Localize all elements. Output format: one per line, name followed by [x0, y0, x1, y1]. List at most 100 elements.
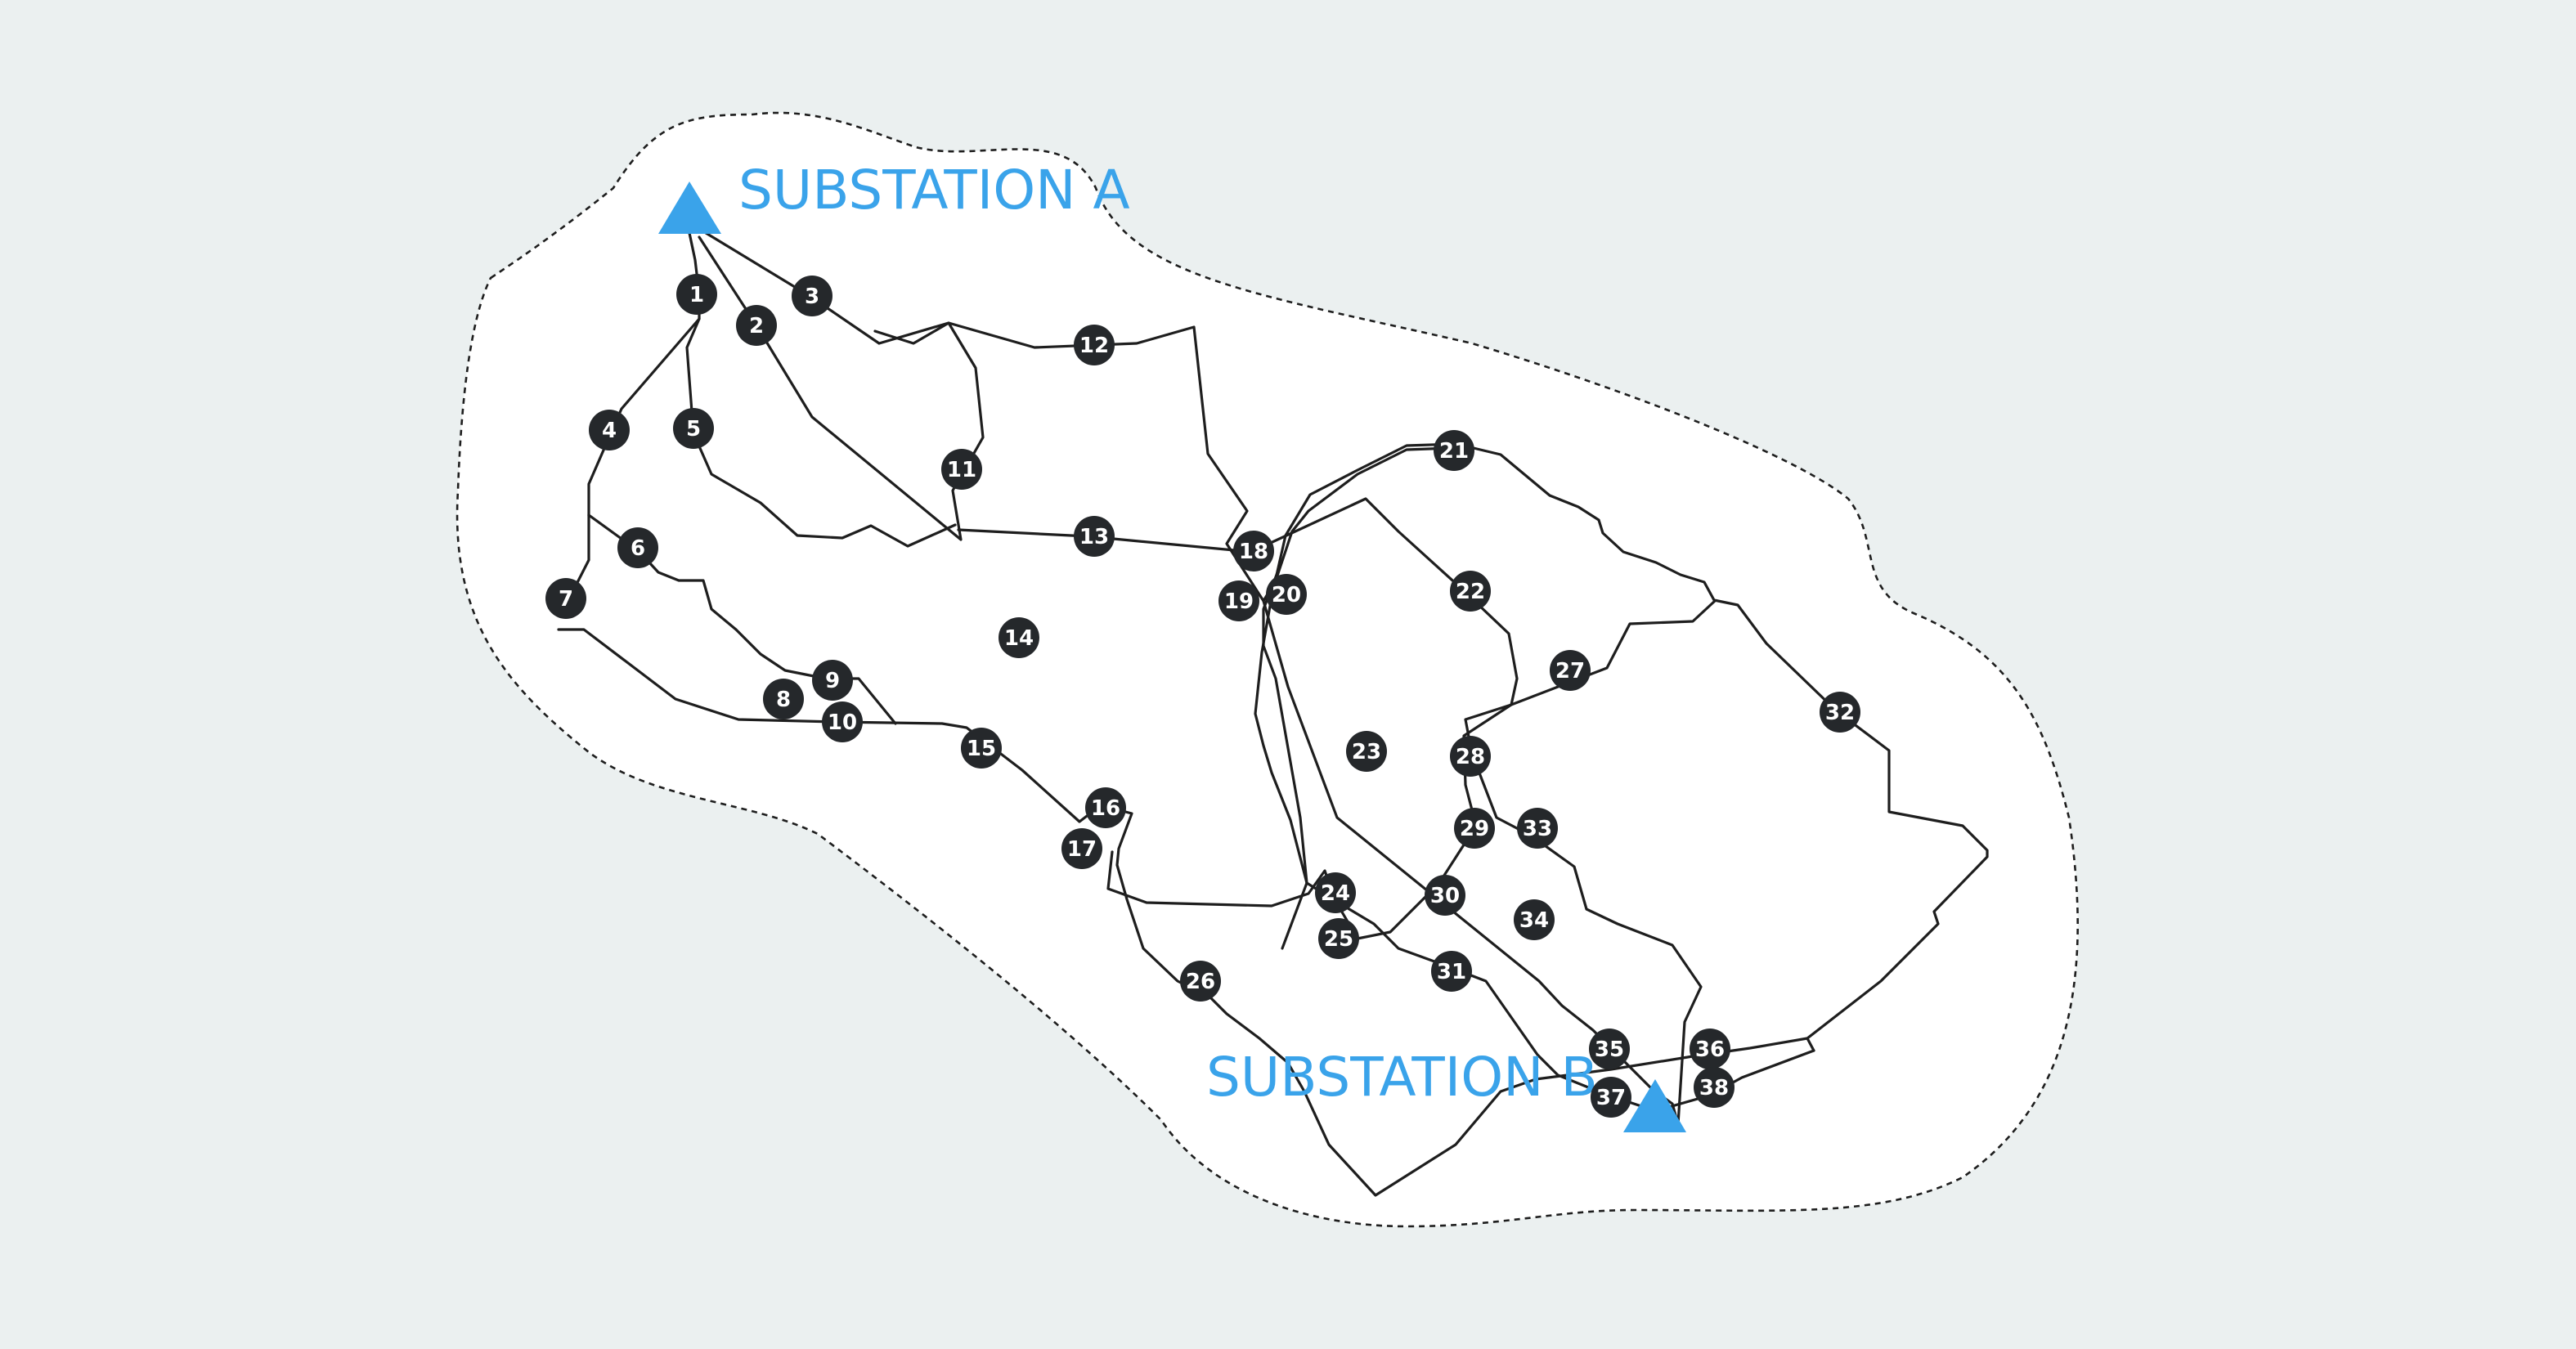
- node-28-label: 28: [1456, 745, 1485, 769]
- node-28[interactable]: 28: [1450, 736, 1491, 777]
- node-21[interactable]: 21: [1434, 430, 1474, 471]
- node-2-label: 2: [749, 314, 764, 338]
- node-36-circle: [1690, 1029, 1730, 1069]
- node-38[interactable]: 38: [1694, 1067, 1735, 1108]
- node-29-circle: [1454, 808, 1495, 849]
- node-2[interactable]: 2: [736, 305, 777, 346]
- node-9[interactable]: 9: [812, 660, 853, 701]
- node-15[interactable]: 15: [961, 728, 1002, 769]
- node-34[interactable]: 34: [1514, 899, 1555, 940]
- node-6-label: 6: [631, 536, 645, 561]
- substation-a[interactable]: SUBSTATION A: [658, 159, 1130, 234]
- node-24-label: 24: [1321, 881, 1350, 906]
- node-27-circle: [1550, 650, 1591, 691]
- node-17[interactable]: 17: [1061, 828, 1102, 869]
- node-29[interactable]: 29: [1454, 808, 1495, 849]
- node-11[interactable]: 11: [941, 449, 982, 490]
- node-7-circle: [545, 578, 586, 619]
- node-33[interactable]: 33: [1517, 808, 1558, 849]
- node-35[interactable]: 35: [1589, 1029, 1630, 1069]
- node-11-circle: [941, 449, 982, 490]
- node-23[interactable]: 23: [1346, 731, 1387, 772]
- node-21-label: 21: [1439, 439, 1469, 464]
- node-27[interactable]: 27: [1550, 650, 1591, 691]
- node-31[interactable]: 31: [1431, 951, 1472, 992]
- node-7[interactable]: 7: [545, 578, 586, 619]
- node-10-label: 10: [828, 710, 857, 735]
- node-24[interactable]: 24: [1315, 872, 1356, 913]
- service-area-boundary: [456, 111, 2079, 1228]
- node-24-circle: [1315, 872, 1356, 913]
- node-30[interactable]: 30: [1425, 875, 1465, 916]
- node-9-circle: [812, 660, 853, 701]
- node-34-circle: [1514, 899, 1555, 940]
- node-22[interactable]: 22: [1450, 571, 1491, 612]
- node-30-label: 30: [1430, 884, 1460, 908]
- node-36-label: 36: [1695, 1038, 1725, 1062]
- node-6[interactable]: 6: [617, 527, 658, 568]
- node-28-circle: [1450, 736, 1491, 777]
- node-15-circle: [961, 728, 1002, 769]
- node-12[interactable]: 12: [1074, 325, 1115, 365]
- node-20[interactable]: 20: [1266, 574, 1307, 615]
- node-11-label: 11: [947, 458, 976, 482]
- node-10[interactable]: 10: [822, 701, 863, 742]
- node-37-label: 37: [1596, 1086, 1626, 1110]
- node-1-label: 1: [689, 283, 704, 307]
- node-37[interactable]: 37: [1591, 1077, 1631, 1118]
- substation-b[interactable]: SUBSTATION B: [1206, 1046, 1686, 1132]
- node-25[interactable]: 25: [1318, 918, 1359, 959]
- node-31-circle: [1431, 951, 1472, 992]
- node-3-circle: [792, 276, 832, 316]
- node-22-label: 22: [1456, 580, 1485, 604]
- node-37-circle: [1591, 1077, 1631, 1118]
- node-4-label: 4: [602, 419, 617, 443]
- node-32-label: 32: [1825, 701, 1855, 725]
- node-8[interactable]: 8: [763, 679, 804, 719]
- node-9-label: 9: [825, 669, 840, 693]
- node-16[interactable]: 16: [1085, 787, 1126, 828]
- node-12-circle: [1074, 325, 1115, 365]
- node-15-label: 15: [967, 737, 996, 761]
- substation-a-triangle-icon: [658, 182, 721, 234]
- node-3[interactable]: 3: [792, 276, 832, 316]
- node-13[interactable]: 13: [1074, 516, 1115, 557]
- node-1[interactable]: 1: [676, 274, 717, 315]
- node-23-circle: [1346, 731, 1387, 772]
- node-19[interactable]: 19: [1218, 580, 1259, 621]
- node-30-circle: [1425, 875, 1465, 916]
- node-27-label: 27: [1555, 659, 1585, 683]
- node-14[interactable]: 14: [999, 617, 1039, 658]
- node-26-circle: [1180, 961, 1221, 1002]
- node-17-circle: [1061, 828, 1102, 869]
- node-19-circle: [1218, 580, 1259, 621]
- node-2-circle: [736, 305, 777, 346]
- node-33-label: 33: [1523, 817, 1552, 841]
- node-12-label: 12: [1079, 334, 1109, 358]
- node-1-circle: [676, 274, 717, 315]
- node-8-label: 8: [776, 688, 791, 712]
- node-4-circle: [589, 410, 630, 450]
- node-16-circle: [1085, 787, 1126, 828]
- node-18[interactable]: 18: [1233, 531, 1274, 571]
- node-13-circle: [1074, 516, 1115, 557]
- node-26-label: 26: [1186, 970, 1215, 994]
- node-26[interactable]: 26: [1180, 961, 1221, 1002]
- substation-b-triangle-icon: [1623, 1079, 1686, 1132]
- node-8-circle: [763, 679, 804, 719]
- substation-b-label: SUBSTATION B: [1206, 1046, 1598, 1109]
- node-4[interactable]: 4: [589, 410, 630, 450]
- node-31-label: 31: [1437, 960, 1466, 984]
- node-14-label: 14: [1004, 626, 1034, 651]
- node-16-label: 16: [1091, 796, 1120, 821]
- node-13-label: 13: [1079, 525, 1109, 549]
- node-34-label: 34: [1519, 908, 1549, 933]
- node-32[interactable]: 32: [1820, 692, 1860, 733]
- node-5-label: 5: [686, 417, 701, 441]
- node-25-circle: [1318, 918, 1359, 959]
- node-5[interactable]: 5: [673, 408, 714, 449]
- node-36[interactable]: 36: [1690, 1029, 1730, 1069]
- node-21-circle: [1434, 430, 1474, 471]
- substation-a-label: SUBSTATION A: [738, 159, 1130, 222]
